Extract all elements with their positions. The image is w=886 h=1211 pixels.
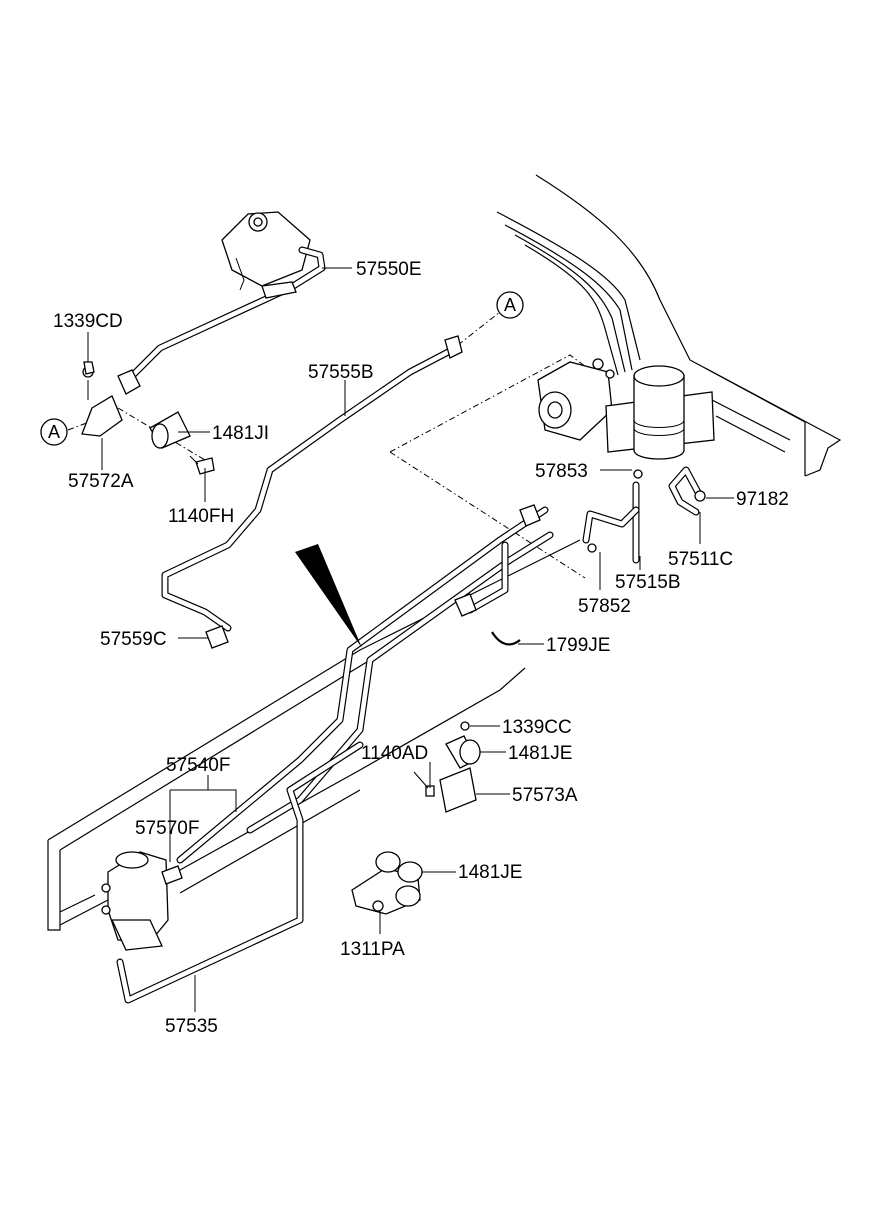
ref-marker-a-left: A [40,418,68,446]
bracket-57573a [413,721,481,813]
callout-57570f: 57570F [135,818,199,839]
receiver-drier [605,365,715,460]
callout-1481je-upper: 1481JE [508,743,572,764]
callout-57559c: 57559C [100,629,167,650]
callout-57550e: 57550E [356,259,422,280]
callout-97182: 97182 [736,489,789,510]
callout-1140ad: 1140AD [361,743,428,764]
callout-1140fh: 1140FH [168,506,234,527]
hose-57550e [117,211,326,395]
callout-1311pa: 1311PA [340,939,405,960]
callout-57853: 57853 [535,461,588,482]
svg-text:A: A [48,422,60,442]
ref-line-lower [389,451,586,579]
clamp-1481je-lower [351,851,423,915]
callout-1481je-lower: 1481JE [458,862,522,883]
callout-57535: 57535 [165,1016,218,1037]
flow-arrow [295,544,362,648]
bolt-1140fh [189,455,215,475]
hose-57511c [668,466,706,516]
ref-line-a-right [457,311,501,346]
callout-1339cd: 1339CD [53,311,123,332]
tube-57535 [116,741,364,1004]
callout-57572a: 57572A [68,471,134,492]
svg-text:A: A [504,295,516,315]
callout-57555b: 57555B [308,362,374,383]
callout-57540f: 57540F [166,755,230,776]
frame-rail-upper [496,174,842,477]
tube-57555b [161,335,463,649]
clip-1799je [491,631,521,646]
expansion-valve [101,851,183,951]
callout-57515b: 57515B [615,572,681,593]
callout-57573a: 57573A [512,785,578,806]
callout-1799je: 1799JE [546,635,610,656]
bracket-57572a [81,361,123,437]
callout-57511c: 57511C [668,549,733,570]
callout-1481ji: 1481JI [212,423,269,444]
compressor [537,358,615,441]
callout-1339cc: 1339CC [502,717,572,738]
tube-57515b [582,469,643,564]
clamp-1481ji [149,411,191,449]
leader-lines [87,267,734,1012]
callout-57852: 57852 [578,596,631,617]
ref-marker-a-right: A [496,291,524,319]
